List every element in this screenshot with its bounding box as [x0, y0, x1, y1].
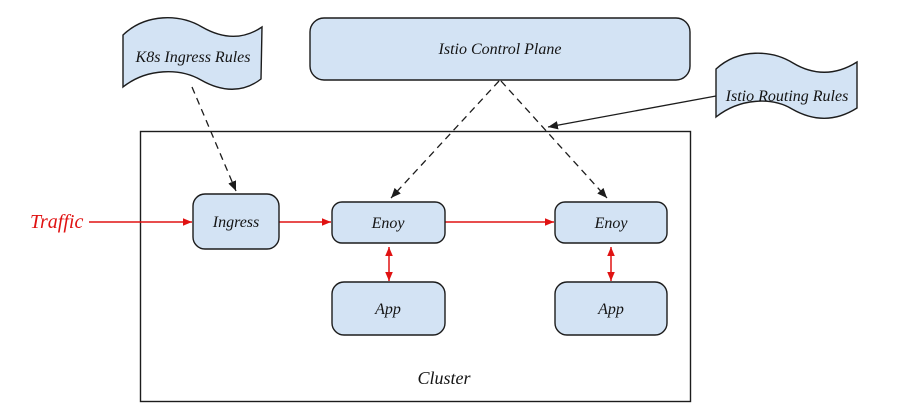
node-istio-routing-rules: Istio Routing Rules: [715, 52, 858, 119]
ingress-label: Ingress: [212, 214, 260, 231]
k8s-ingress-rules-shape: [122, 17, 263, 90]
app-left-label: App: [374, 301, 401, 318]
node-istio-control-plane: Istio Control Plane: [309, 17, 691, 81]
envoy-left-label: Enoy: [371, 215, 406, 232]
ingress-box: [192, 193, 280, 250]
node-envoy-left: Enoy: [331, 201, 446, 244]
edge-control-plane-to-envoy-right: [500, 80, 608, 199]
cluster-label: Cluster: [417, 368, 471, 388]
app-left-box: [331, 281, 446, 336]
envoy-left-box: [331, 201, 446, 244]
edge-control-plane-to-envoy-left: [390, 80, 500, 199]
istio-routing-rules-shape: [715, 52, 858, 119]
node-app-right: App: [554, 281, 668, 336]
traffic-edges: [89, 218, 615, 281]
node-app-left: App: [331, 281, 446, 336]
k8s-ingress-rules-label: K8s Ingress Rules: [135, 49, 251, 66]
node-k8s-ingress-rules: K8s Ingress Rules: [122, 17, 263, 90]
app-right-label: App: [597, 301, 624, 318]
edge-routing-rules-to-cluster: [547, 95, 717, 130]
edge-k8s-rules-to-ingress: [191, 86, 237, 192]
istio-control-plane-label: Istio Control Plane: [438, 41, 562, 58]
envoy-right-label: Enoy: [594, 215, 629, 232]
cluster-container: Cluster: [139, 130, 692, 403]
istio-control-plane-box: [309, 17, 691, 81]
node-envoy-right: Enoy: [554, 201, 668, 244]
envoy-right-box: [554, 201, 668, 244]
cluster-rect: [139, 130, 692, 403]
config-edges: [191, 80, 717, 199]
istio-routing-rules-label: Istio Routing Rules: [725, 88, 849, 105]
traffic-label: Traffic: [30, 211, 83, 233]
node-ingress: Ingress: [192, 193, 280, 250]
app-right-box: [554, 281, 668, 336]
